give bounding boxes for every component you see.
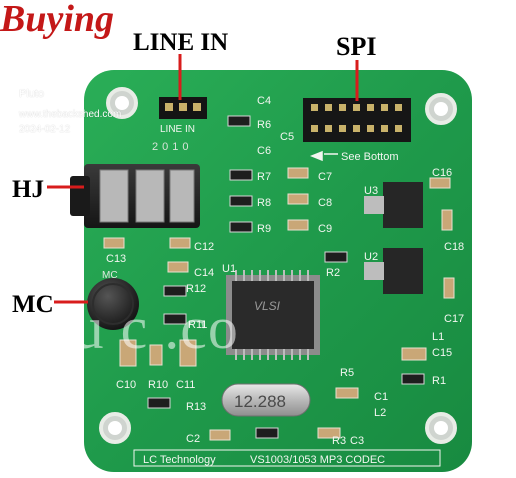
- line-in-silk: LINE IN: [160, 124, 195, 135]
- crystal-marking: 12.288: [234, 392, 286, 411]
- mc-label: MC: [12, 291, 54, 318]
- hj-label: HJ: [12, 176, 44, 203]
- designator-c14: C14: [194, 267, 214, 279]
- passive-components: [147, 115, 425, 439]
- designator-c10: C10: [116, 379, 136, 391]
- line-in-header: [159, 97, 207, 119]
- designator-u3: U3: [364, 185, 378, 197]
- designator-r1: R1: [432, 375, 446, 387]
- headphone-jack: [70, 164, 200, 228]
- meta-date: 2024-02-12: [19, 124, 71, 135]
- designator-c11: C11: [176, 379, 195, 391]
- designator-c13: C13: [106, 253, 126, 265]
- designator-c12: C12: [194, 241, 214, 253]
- designator-c15: C15: [432, 347, 452, 359]
- designator-u1: U1: [222, 263, 236, 275]
- designator-u2: U2: [364, 251, 378, 263]
- designator-r11: R11: [188, 319, 207, 331]
- designator-r12: R12: [186, 283, 206, 295]
- codec-chip: [226, 270, 320, 360]
- designator-c8: C8: [318, 197, 332, 209]
- designator-r10: R10: [148, 379, 168, 391]
- brand-text: Buying: [0, 0, 115, 40]
- designator-r3: R3: [332, 435, 346, 447]
- designator-c2: C2: [186, 433, 200, 445]
- designator-c6: C6: [257, 145, 271, 157]
- meta-site: www.thebackshed.com: [19, 109, 122, 120]
- voltage-regulators: [364, 182, 423, 294]
- designator-c18: C18: [444, 241, 464, 253]
- designator-r9: R9: [257, 223, 271, 235]
- meta-author: Pluto: [19, 88, 45, 100]
- designator-r13: R13: [186, 401, 206, 413]
- chip-marking: VLSI: [254, 299, 281, 313]
- designator-r6: R6: [257, 119, 271, 131]
- designator-r7: R7: [257, 171, 271, 183]
- designator-r8: R8: [257, 197, 271, 209]
- mounting-holes: [99, 87, 457, 444]
- designator-r5: R5: [340, 367, 354, 379]
- spi-header: [303, 98, 411, 142]
- designator-r2: R2: [326, 267, 340, 279]
- callout-lines: [47, 54, 359, 304]
- designator-c3: C3: [350, 435, 364, 447]
- spi-label: SPI: [336, 32, 377, 61]
- watermark: c-bu c .co: [0, 295, 239, 361]
- capacitors: [103, 167, 455, 441]
- jack-digits-silk: 2010: [152, 141, 192, 153]
- see-bottom-arrow: [309, 150, 338, 162]
- designator-l2: L2: [374, 407, 386, 419]
- designator-c1: C1: [374, 391, 388, 403]
- designator-c16: C16: [432, 167, 452, 179]
- designator-c17: C17: [444, 313, 464, 325]
- footer-left-silk: LC Technology: [143, 454, 216, 466]
- see-bottom-silk: See Bottom: [341, 151, 398, 163]
- designator-c4: C4: [257, 95, 271, 107]
- mic-silk: MC: [102, 270, 118, 281]
- line-in-label: LINE IN: [133, 29, 229, 56]
- microphone: [87, 278, 139, 330]
- footer-frame: [133, 449, 441, 467]
- designator-c5: C5: [280, 131, 294, 143]
- crystal: [221, 383, 311, 417]
- footer-right-silk: VS1003/1053 MP3 CODEC: [250, 454, 385, 466]
- designator-c9: C9: [318, 223, 332, 235]
- designator-l1: L1: [432, 331, 444, 343]
- designator-c7: C7: [318, 171, 332, 183]
